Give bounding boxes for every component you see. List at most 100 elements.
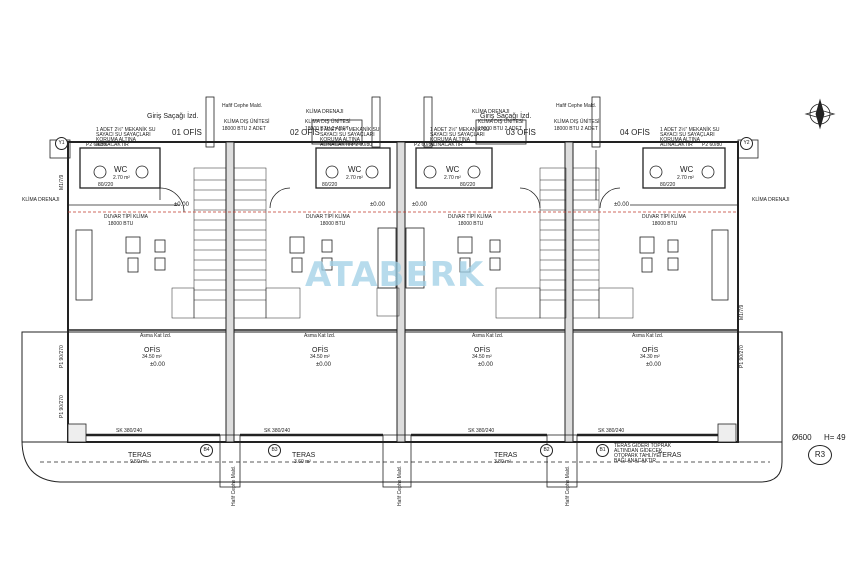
teras-label-4: TERAS [658, 452, 682, 459]
unit-num: 01 [172, 128, 181, 137]
sk-window-1: SK 380/240 [116, 428, 143, 434]
side-label-1: M1/7/9 [59, 174, 65, 190]
ofis-area-3: 34.50 m² [472, 354, 492, 360]
unit-num: 04 [620, 128, 629, 137]
giris-sacagi-label-left: Giriş Saçağı İzd. [147, 113, 199, 120]
teras-label-2: TERAS [292, 452, 316, 459]
duvar-btu-2: 18000 BTU [320, 221, 346, 227]
asma-kat-4: Asma Kat İzd. [632, 333, 664, 339]
ofis-area-1: 34.50 m² [142, 354, 162, 360]
side-label-3: P1 90/270 [59, 395, 65, 418]
unit-title-3: 03 OFİS [506, 129, 536, 137]
duvar-klima-1: DUVAR TİPİ KLİMA [104, 214, 148, 220]
unit-name: OFİS [301, 128, 320, 137]
door-wc-4: 80/220 [660, 182, 676, 188]
unit-num: 02 [290, 128, 299, 137]
hafif-cephe-label-2: Hafif Cephe Mald. [556, 103, 597, 109]
ofis-level-3: ±0.00 [478, 362, 493, 368]
ofis-level-2: ±0.00 [316, 362, 331, 368]
sayac-note-2: 1 ADET 2½" MEKANİK SU SAYACI SU SAYAÇLAR… [320, 127, 380, 148]
door-p2-1: P2 60/80 [86, 142, 107, 148]
teras-area-2: 3.60 m² [294, 459, 311, 465]
grid-marker-b3: B3 [268, 444, 281, 457]
unit-title-2: 02 OFİS [290, 129, 320, 137]
sk-window-4: SK 380/240 [598, 428, 625, 434]
wc-label-4: WC [680, 165, 694, 174]
asma-kat-3: Asma Kat İzd. [472, 333, 504, 339]
grid-marker-b4: B4 [200, 444, 213, 457]
level-upper-4: ±0.00 [614, 202, 629, 208]
ofis-area-4: 34.30 m² [640, 354, 660, 360]
klima-dis-unitesi-2: KLİMA DIŞ ÜNİTESİ [305, 119, 351, 125]
unit-name: OFİS [631, 128, 650, 137]
klima-dis-unitesi-4: KLİMA DIŞ ÜNİTESİ [554, 119, 600, 125]
wc-label-1: WC [114, 165, 128, 174]
sk-window-3: SK 380/240 [468, 428, 495, 434]
klima-drenaji-label-2: KLİMA DRENAJI [472, 109, 510, 115]
diameter-label: Ø600 [792, 433, 812, 442]
unit-title-4: 04 OFİS [620, 129, 650, 137]
hafif-cephe-bottom-1: Hafif Cephe Mald. [231, 465, 237, 506]
klima-dis-unitesi-3: KLİMA DIŞ ÜNİTESİ [478, 119, 524, 125]
r3-marker: R3 [808, 445, 832, 465]
side-label-2: P1 90/270 [59, 345, 65, 368]
klima-drenaji-side-left: KLİMA DRENAJI [22, 197, 60, 203]
duvar-klima-4: DUVAR TİPİ KLİMA [642, 214, 686, 220]
teras-label-1: TERAS [128, 452, 152, 459]
duvar-klima-2: DUVAR TİPİ KLİMA [306, 214, 350, 220]
hafif-cephe-label-1: Hafif Cephe Mald. [222, 103, 263, 109]
sk-window-2: SK 380/240 [264, 428, 291, 434]
watermark-logo: ATABERK [305, 255, 485, 295]
ofis-label-2: OFİS [312, 347, 329, 354]
klima-drenaji-side-right: KLİMA DRENAJI [752, 197, 790, 203]
teras-area-1: 9.50 m² [130, 459, 147, 465]
duvar-btu-1: 18000 BTU [108, 221, 134, 227]
btu-adet-3: 18000 BTU 2 ADET [478, 126, 522, 132]
wc-area-4: 2.70 m² [677, 175, 694, 181]
grid-marker-b1: B1 [596, 444, 609, 457]
side-label-5: P1 90/270 [739, 345, 745, 368]
level-upper-2: ±0.00 [370, 202, 385, 208]
btu-adet-2: 18000 BTU 2 ADET [305, 126, 349, 132]
door-p2-4: P2 60/80 [702, 142, 723, 148]
door-wc-2: 80/220 [322, 182, 338, 188]
giris-sacagi-label-right: Giriş Saçağı İzd. [480, 113, 532, 120]
klima-dis-unitesi-1: KLİMA DIŞ ÜNİTESİ [224, 119, 270, 125]
sayac-note-1: 1 ADET 2½" MEKANİK SU SAYACI SU SAYAÇLAR… [96, 127, 156, 148]
wc-area-3: 2.70 m² [444, 175, 461, 181]
unit-name: OFİS [517, 128, 536, 137]
teras-label-3: TERAS [494, 452, 518, 459]
teras-note: TERAS GİDERİ TOPRAK ALTINDAN GİDECEK OTO… [614, 443, 672, 464]
btu-adet-1: 18000 BTU 2 ADET [222, 126, 266, 132]
level-upper-1: ±0.00 [174, 202, 189, 208]
duvar-klima-3: DUVAR TİPİ KLİMA [448, 214, 492, 220]
door-wc-3: 80/220 [460, 182, 476, 188]
duvar-btu-3: 18000 BTU [458, 221, 484, 227]
side-label-4: M1/7/9 [739, 304, 745, 320]
ofis-level-4: ±0.00 [646, 362, 661, 368]
ofis-label-4: OFİS [642, 347, 659, 354]
ofis-label-1: OFİS [144, 347, 161, 354]
grid-marker-b2: B2 [540, 444, 553, 457]
wc-area-1: 2.70 m² [113, 175, 130, 181]
klima-drenaji-label-1: KLİMA DRENAJI [306, 109, 344, 115]
wc-label-2: WC [348, 165, 362, 174]
ofis-label-3: OFİS [474, 347, 491, 354]
height-label: H= 49 [824, 433, 846, 442]
unit-name: OFİS [183, 128, 202, 137]
ofis-level-1: ±0.00 [150, 362, 165, 368]
teras-area-3: 3.80 m² [494, 459, 511, 465]
wc-area-2: 2.70 m² [346, 175, 363, 181]
door-wc-1: 80/220 [98, 182, 114, 188]
asma-kat-1: Asma Kat İzd. [140, 333, 172, 339]
level-upper-3: ±0.00 [412, 202, 427, 208]
door-p2-2: P2 60/80 [352, 142, 373, 148]
sayac-note-4: 1 ADET 2½" MEKANİK SU SAYACI SU SAYAÇLAR… [660, 127, 720, 148]
wc-label-3: WC [446, 165, 460, 174]
asma-kat-2: Asma Kat İzd. [304, 333, 336, 339]
duvar-btu-4: 18000 BTU [652, 221, 678, 227]
door-p2-3: P2 60/80 [414, 142, 435, 148]
unit-num: 03 [506, 128, 515, 137]
ofis-area-2: 34.50 m² [310, 354, 330, 360]
